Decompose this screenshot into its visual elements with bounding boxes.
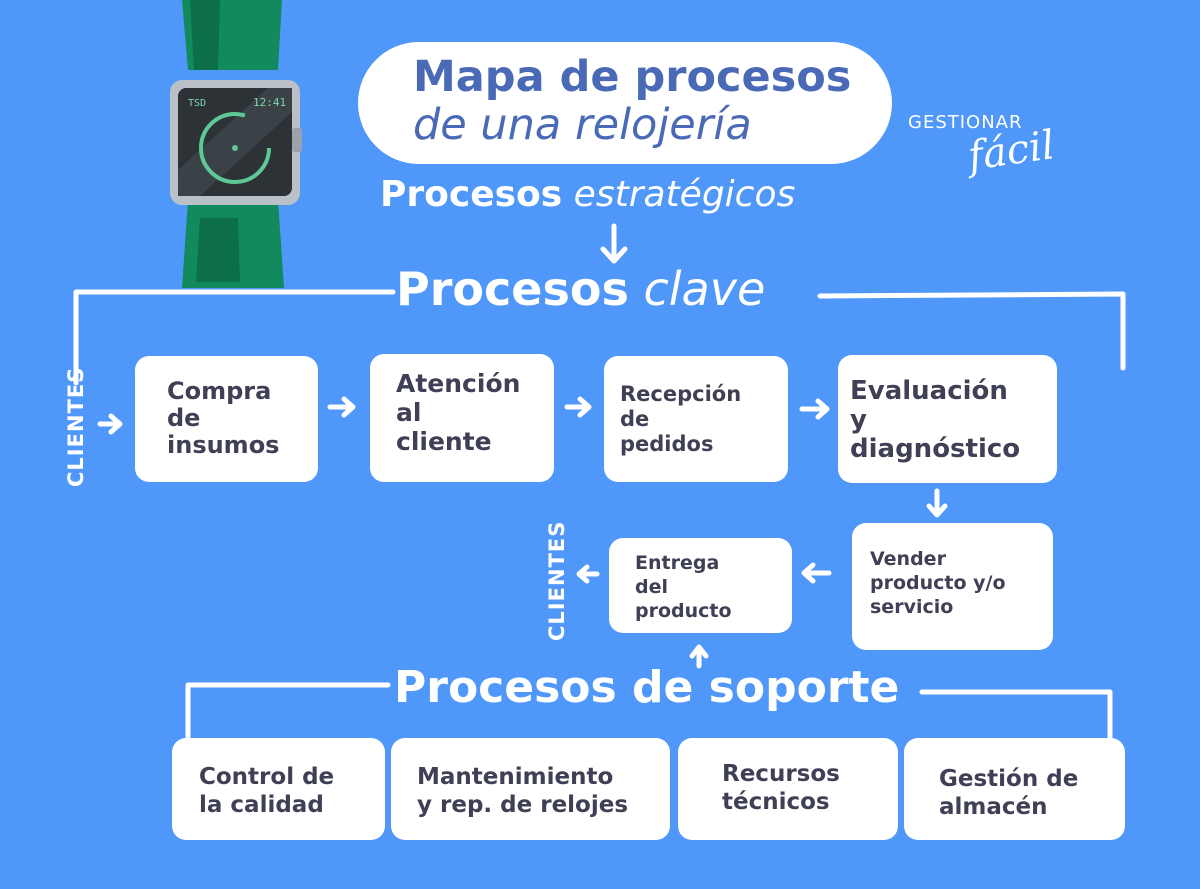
process-box-evaluacion: Evaluación y diagnóstico [838, 355, 1057, 483]
process-box-recepcion: Recepción de pedidos [604, 356, 788, 482]
heading-strategic-bold: Procesos [380, 174, 563, 215]
support-box-calidad: Control de la calidad [172, 738, 385, 840]
process-label: Atención al cliente [396, 369, 521, 456]
support-box-almacen: Gestión de almacén [904, 738, 1125, 840]
heading-key-bold: Procesos [396, 262, 629, 316]
key-bracket-left [73, 289, 396, 386]
watch-label-left: TSD [188, 98, 206, 109]
process-box-entrega: Entrega del producto [609, 538, 792, 633]
arrow-6-clients [576, 564, 600, 584]
arrow-support-up [689, 644, 709, 669]
support-bracket-left [185, 682, 391, 740]
arrow-5-6 [801, 562, 832, 584]
process-box-vender: Vender producto y/o servicio [852, 523, 1053, 650]
logo-text-top: GESTIONAR [908, 112, 1023, 133]
heading-support: Procesos de soporte [394, 662, 899, 713]
heading-key: Procesos clave [396, 262, 765, 316]
arrow-1-2 [327, 396, 356, 418]
title-pill [358, 42, 892, 164]
clients-out-label: CLIENTES [545, 520, 569, 641]
arrow-strategic-down [600, 223, 628, 264]
heading-strategic-italic: estratégicos [573, 174, 796, 215]
process-label: Entrega del producto [635, 552, 732, 622]
support-box-recursos: Recursos técnicos [678, 738, 898, 840]
page-title: Mapa de procesos [413, 52, 852, 102]
arrow-4-5 [926, 488, 948, 518]
support-label: Recursos técnicos [722, 761, 840, 815]
support-box-mantenimiento: Mantenimiento y rep. de relojes [391, 738, 670, 840]
watch-illustration: TSD 12:41 [170, 0, 302, 288]
watch-time: 12:41 [253, 96, 286, 109]
key-bracket-right [817, 291, 1126, 371]
heading-support-bold: Procesos de soporte [394, 662, 900, 713]
process-box-atencion: Atención al cliente [370, 354, 554, 482]
process-label: Compra de insumos [167, 377, 280, 459]
process-label: Vender producto y/o servicio [870, 548, 1006, 618]
support-label: Gestión de almacén [939, 766, 1079, 820]
process-label: Recepción de pedidos [620, 382, 742, 456]
arrow-3-4 [799, 398, 830, 420]
arrow-2-3 [564, 396, 592, 418]
arrow-clients-in [97, 413, 123, 435]
heading-strategic: Procesos estratégicos [380, 174, 795, 215]
heading-key-italic: clave [643, 262, 766, 316]
support-label: Mantenimiento y rep. de relojes [417, 764, 629, 818]
support-bracket-right [919, 689, 1113, 740]
process-label: Evaluación y diagnóstico [850, 376, 1021, 464]
support-label: Control de la calidad [199, 764, 335, 818]
page-subtitle: de una relojería [413, 100, 752, 150]
clients-in-label: CLIENTES [64, 366, 88, 487]
process-box-compra: Compra de insumos [135, 356, 318, 482]
